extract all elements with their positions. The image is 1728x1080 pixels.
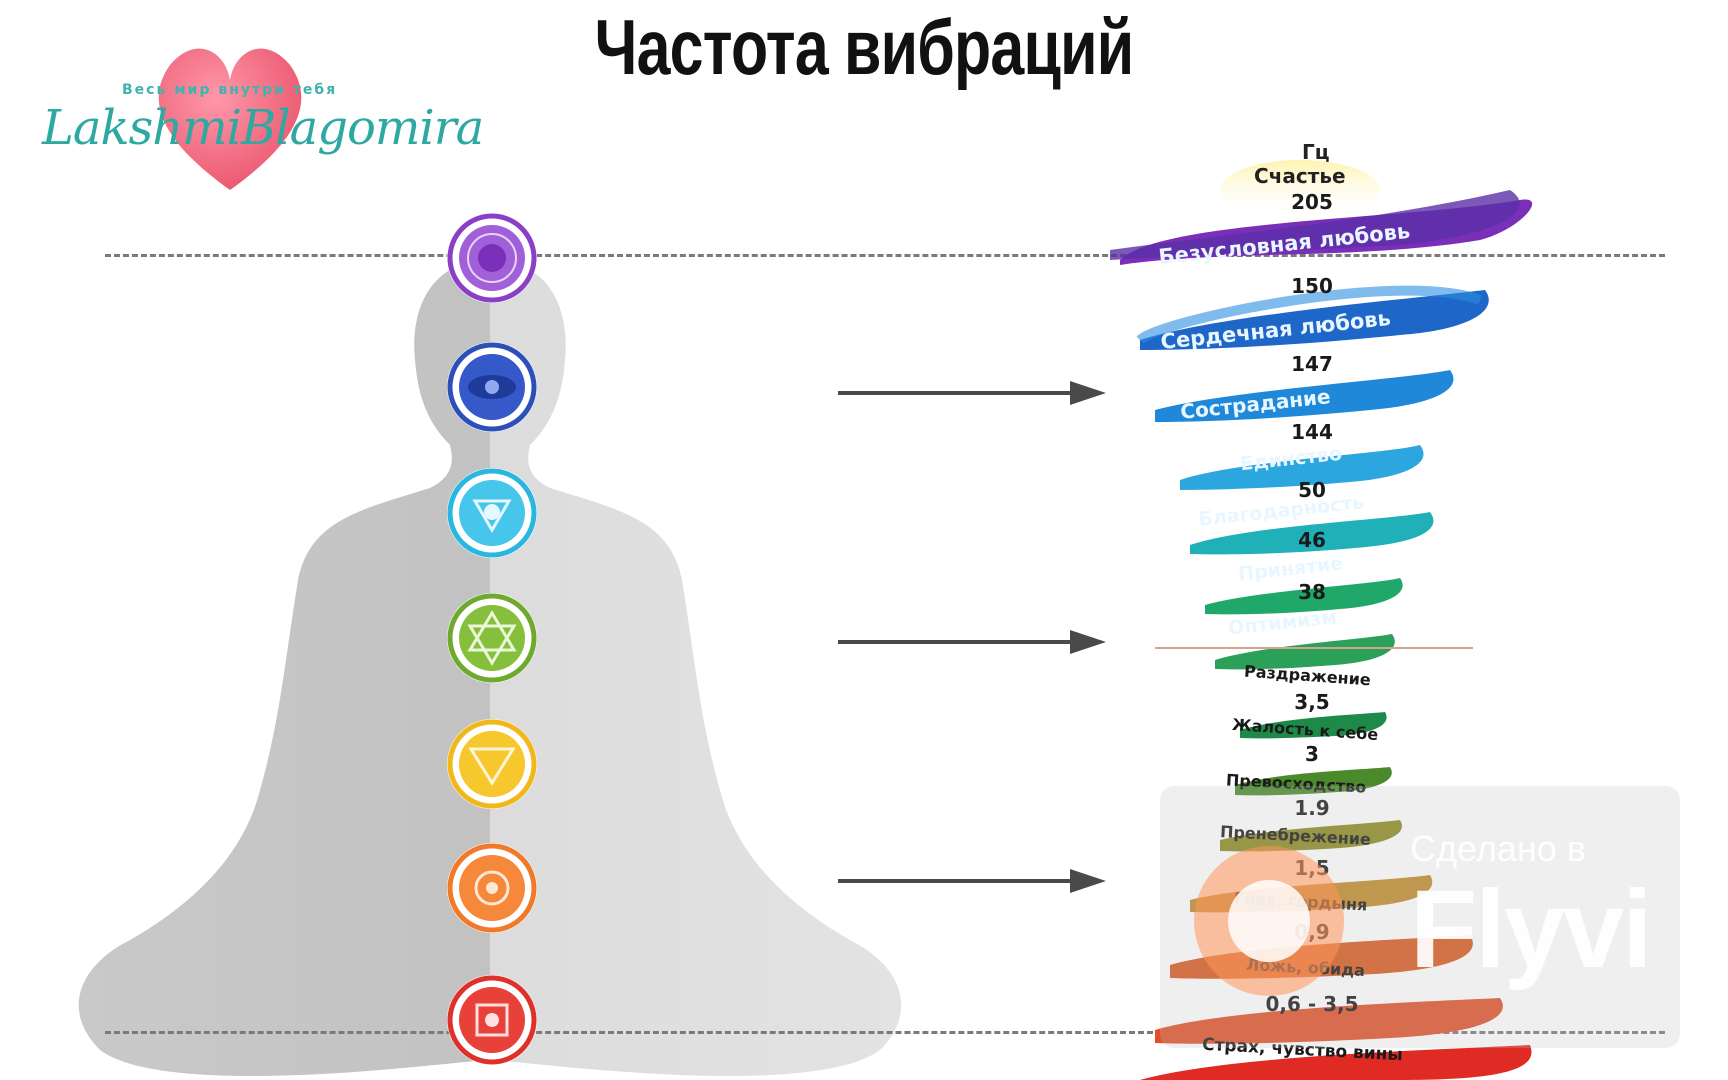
third-eye-chakra-icon [447, 342, 537, 432]
level-value: 1.9 [1294, 796, 1330, 820]
arrow-middle [838, 630, 1106, 654]
watermark-brand: Flyvi [1410, 868, 1653, 991]
level-value: 50 [1298, 478, 1326, 502]
root-chakra-icon [447, 975, 537, 1065]
logo: Весь мир внутри тебя LakshmiBlagomira [40, 40, 484, 200]
level-value: 147 [1291, 352, 1333, 376]
level-value: 3 [1305, 742, 1319, 766]
logo-name: LakshmiBlagomira [42, 100, 484, 156]
solar-plexus-chakra-icon [447, 719, 537, 809]
crown-chakra-icon [447, 213, 537, 303]
heart-chakra-icon [447, 593, 537, 683]
flyvi-logo-icon [1194, 846, 1344, 996]
level-value: 46 [1298, 528, 1326, 552]
level-value: 3,5 [1294, 690, 1330, 714]
positive-negative-divider [1155, 647, 1473, 649]
level-value: 144 [1291, 420, 1333, 444]
arrow-lower [838, 869, 1106, 893]
flyvi-watermark: Сделано в Flyvi [1160, 786, 1680, 1048]
top-state-label: Счастье [1254, 164, 1346, 188]
arrow-upper [838, 381, 1106, 405]
sacral-chakra-icon [447, 843, 537, 933]
heart-icon [158, 48, 302, 191]
logo-tagline: Весь мир внутри тебя [122, 82, 338, 98]
top-dashed-line [105, 254, 1665, 257]
hz-unit: Гц [1302, 140, 1330, 164]
top-state-value: 205 [1291, 190, 1333, 214]
level-value: 0,6 - 3,5 [1265, 992, 1359, 1016]
bottom-dashed-line [105, 1031, 1665, 1034]
watermark-caption: Сделано в [1410, 828, 1586, 869]
throat-chakra-icon [447, 468, 537, 558]
page-title: Частота вибраций [594, 3, 1134, 91]
level-value: 38 [1298, 580, 1326, 604]
level-value: 150 [1291, 274, 1333, 298]
